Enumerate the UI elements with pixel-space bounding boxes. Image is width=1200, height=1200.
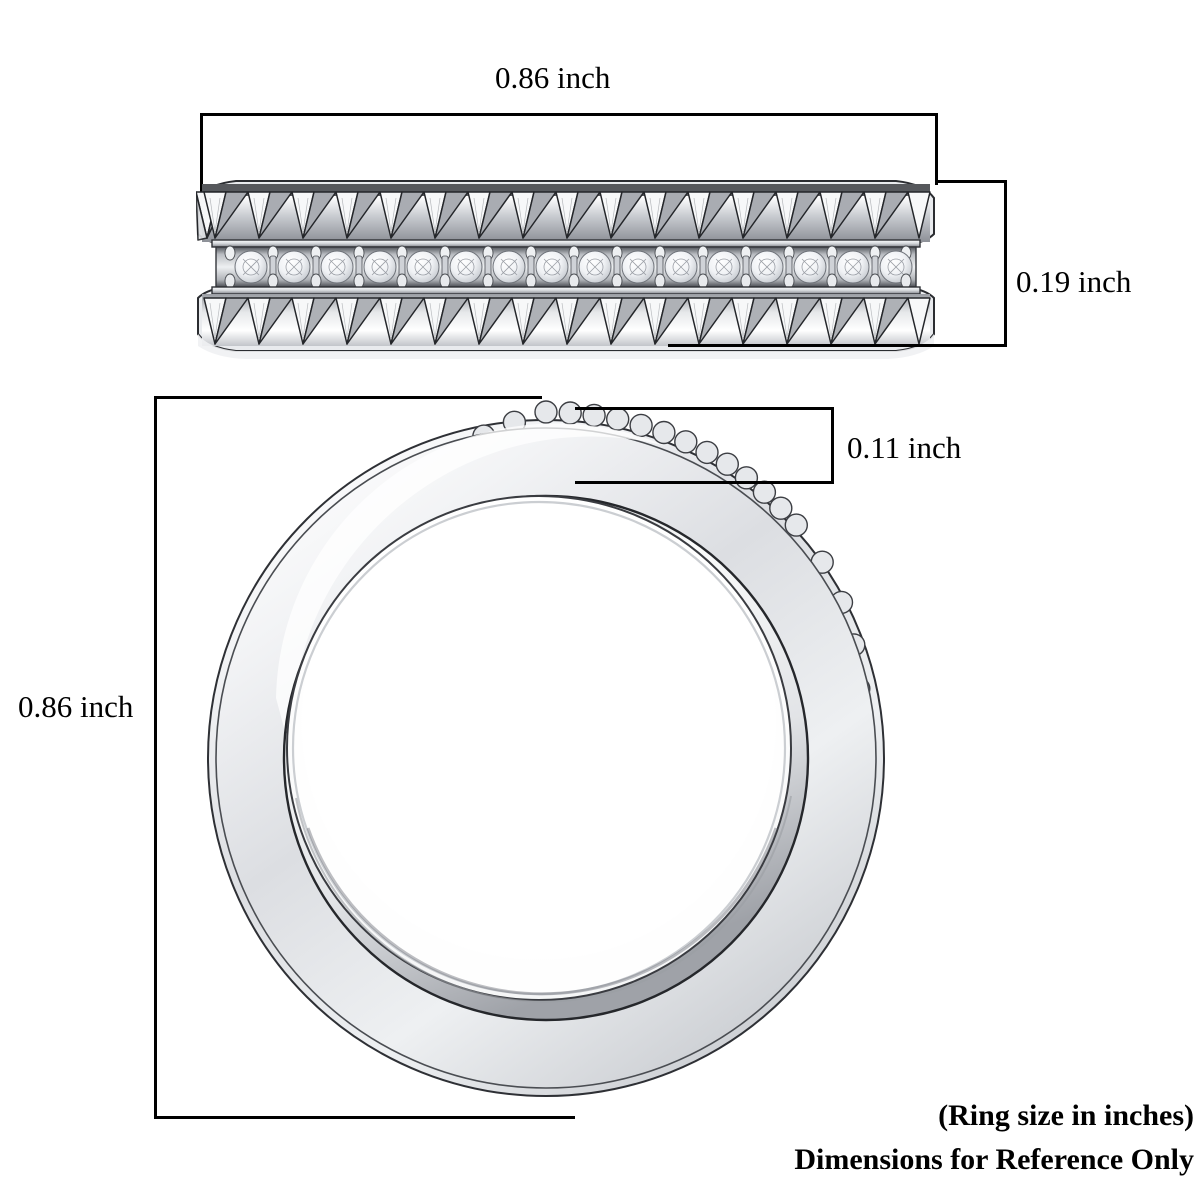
band-height-bottom-tick (668, 344, 1007, 347)
band-width-right-tick (935, 113, 938, 185)
band-thickness-dimension-line (831, 407, 834, 484)
band-width-dimension-line (200, 113, 938, 116)
lower-pyramid-texture (198, 294, 934, 359)
pave-diamond-row (234, 250, 913, 284)
band-height-label: 0.19 inch (1016, 264, 1132, 299)
ring-diameter-dimension-line (154, 396, 157, 1119)
band-width-left-tick (200, 113, 203, 201)
band-thickness-label: 0.11 inch (847, 430, 962, 465)
caption-line-2: Dimensions for Reference Only (794, 1143, 1194, 1176)
band-height-dimension-line (1004, 180, 1007, 347)
band-highlight (276, 423, 666, 758)
ring-diameter-top-tick (154, 396, 542, 399)
upper-channel-rail (211, 239, 921, 248)
band-height-top-tick (936, 180, 1007, 183)
band-side-profile (196, 172, 936, 360)
band-width-label: 0.86 inch (495, 60, 611, 95)
lower-channel-rail (211, 286, 921, 295)
upper-pyramid-texture (196, 184, 931, 242)
caption-line-1: (Ring size in inches) (938, 1099, 1194, 1132)
band-thickness-bottom-line (575, 481, 834, 484)
band-thickness-top-line (575, 407, 834, 410)
ring-diameter-bottom-tick (154, 1116, 575, 1119)
ring-diameter-label: 0.86 inch (18, 689, 134, 724)
ring-front-circle (196, 398, 896, 1126)
diamond-channel (215, 245, 917, 289)
